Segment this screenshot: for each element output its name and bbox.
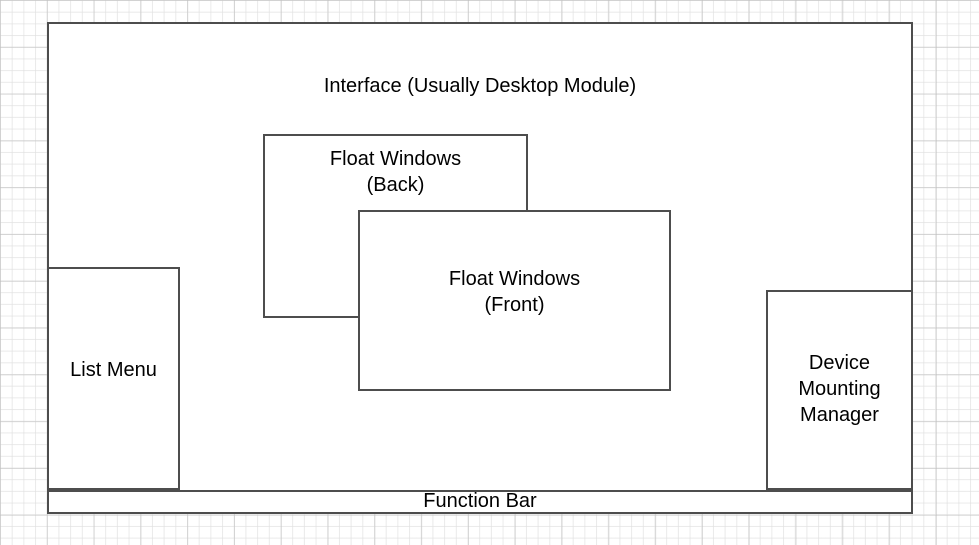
float-window-front-box[interactable]: Float Windows (Front) (358, 210, 671, 391)
device-mounting-manager-box[interactable]: Device Mounting Manager (766, 290, 913, 490)
interface-container-label: Interface (Usually Desktop Module) (323, 75, 637, 97)
function-bar-box[interactable]: Function Bar (47, 490, 913, 514)
function-bar-label: Function Bar (423, 490, 537, 512)
list-menu-box[interactable]: List Menu (47, 267, 180, 490)
float-window-front-label: Float Windows (Front) (448, 268, 581, 316)
device-mounting-manager-label: Device Mounting Manager (798, 352, 881, 426)
float-window-back-label: Float Windows (Back) (329, 148, 462, 196)
list-menu-label: List Menu (70, 359, 157, 381)
